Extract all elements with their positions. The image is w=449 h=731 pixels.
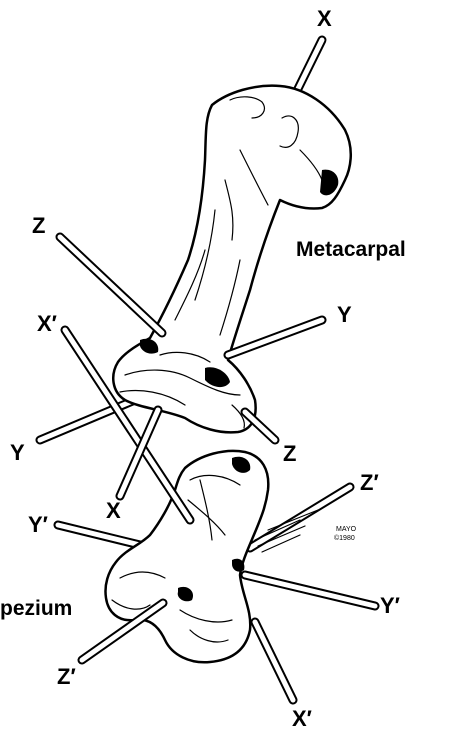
label-x-prime-bottom: X′ [292, 706, 312, 731]
label-y-metacarpal-left: Y [10, 440, 25, 465]
label-y-metacarpal-right: Y [337, 302, 352, 327]
label-metacarpal: Metacarpal [296, 238, 406, 261]
signature-name: MAYO [336, 526, 357, 533]
label-trapezium: pezium [0, 597, 72, 620]
axis-rod-y-metacarpal-right [228, 320, 322, 355]
label-x-lower: X [106, 498, 121, 523]
trapezium-bone [105, 451, 318, 662]
label-z-prime-right: Z′ [360, 470, 379, 495]
axis-rod-y-prime-left [58, 525, 140, 545]
label-y-prime-right: Y′ [380, 593, 400, 618]
label-z-prime-left: Z′ [57, 664, 76, 689]
signature-year: ©1980 [334, 534, 355, 542]
label-y-prime-left: Y′ [28, 512, 48, 537]
label-x-top: X [317, 6, 332, 31]
label-x-prime-left: X′ [37, 311, 57, 336]
label-z-metacarpal-right: Z [283, 441, 296, 466]
axis-rod-y-prime-right [245, 575, 375, 606]
label-z-metacarpal: Z [32, 213, 45, 238]
